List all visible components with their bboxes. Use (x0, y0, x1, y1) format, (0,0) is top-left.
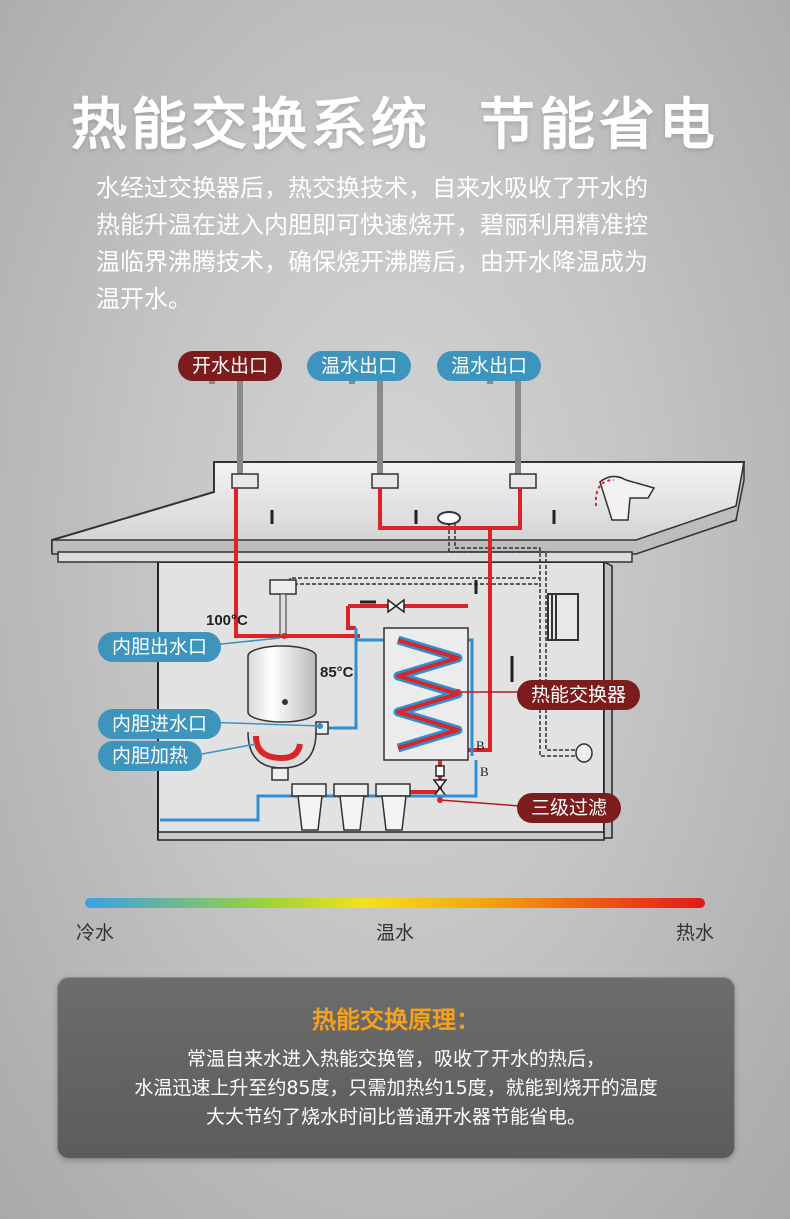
intro-line: 温开水。 (96, 285, 192, 313)
intro-text: 水经过交换器后，热交换技术，自来水吸收了开水的 热能升温在进入内胆即可快速烧开，… (96, 170, 706, 318)
page-title: 热能交换系统节能省电 (0, 80, 790, 161)
label-boiling-outlet: 开水出口 (178, 351, 283, 381)
principle-title: 热能交换原理： (312, 1006, 480, 1034)
hot-water-pipes (234, 488, 522, 794)
label-warm-outlet-2: 温水出口 (437, 351, 542, 381)
valve-top (387, 598, 405, 614)
drinking-faucet (594, 475, 656, 521)
intro-line: 水经过交换器后，热交换技术，自来水吸收了开水的 (96, 174, 648, 202)
title-part1: 热能交换系统 (71, 93, 431, 158)
label-filter: 三级过滤 (517, 793, 622, 823)
label-tank-heating: 内胆加热 (98, 741, 203, 771)
principle-panel: 热能交换原理： 常温自来水进入热能交换管，吸收了开水的热后， 水温迅速上升至约8… (57, 977, 735, 1159)
temp-boil: 100°C (206, 612, 248, 629)
scale-cold: 冷水 (76, 922, 115, 944)
label-warm-outlet-1: 温水出口 (307, 351, 412, 381)
dot (281, 633, 287, 639)
scale-hot: 热水 (676, 922, 715, 944)
drain-fitting (575, 743, 593, 763)
label-tank-outlet: 内胆出水口 (98, 632, 222, 662)
label-heat-exchanger: 热能交换器 (517, 680, 641, 710)
heat-exchanger-coil (383, 627, 469, 761)
temperature-gradient-bar (85, 898, 705, 908)
temp-warm: 85°C (320, 664, 354, 681)
intro-line: 热能升温在进入内胆即可快速烧开，碧丽利用精准控 (96, 211, 648, 239)
control-box (547, 593, 579, 641)
title-part2: 节能省电 (479, 93, 719, 158)
label-tank-inlet: 内胆进水口 (98, 709, 222, 739)
valve-mark-b1: B (476, 738, 485, 753)
dot (455, 689, 461, 695)
dot (317, 723, 323, 729)
filter-cartridges (291, 783, 411, 831)
scale-warm: 温水 (376, 922, 415, 944)
principle-line: 常温自来水进入热能交换管，吸收了开水的热后， (186, 1048, 605, 1070)
principle-line: 大大节约了烧水时间比普通开水器节能省电。 (205, 1106, 586, 1128)
heat-exchange-diagram: B B (51, 367, 746, 841)
principle-line: 水温迅速上升至约85度，只需加热约15度，就能到烧开的温度 (134, 1077, 658, 1099)
dot (437, 797, 443, 803)
pointer-lines (439, 691, 521, 807)
valve-mark-b2: B (480, 764, 489, 779)
intro-line: 温临界沸腾技术，确保烧开沸腾后，由开水降温成为 (96, 248, 648, 276)
inner-tank (247, 579, 329, 781)
cabinet (157, 560, 613, 841)
